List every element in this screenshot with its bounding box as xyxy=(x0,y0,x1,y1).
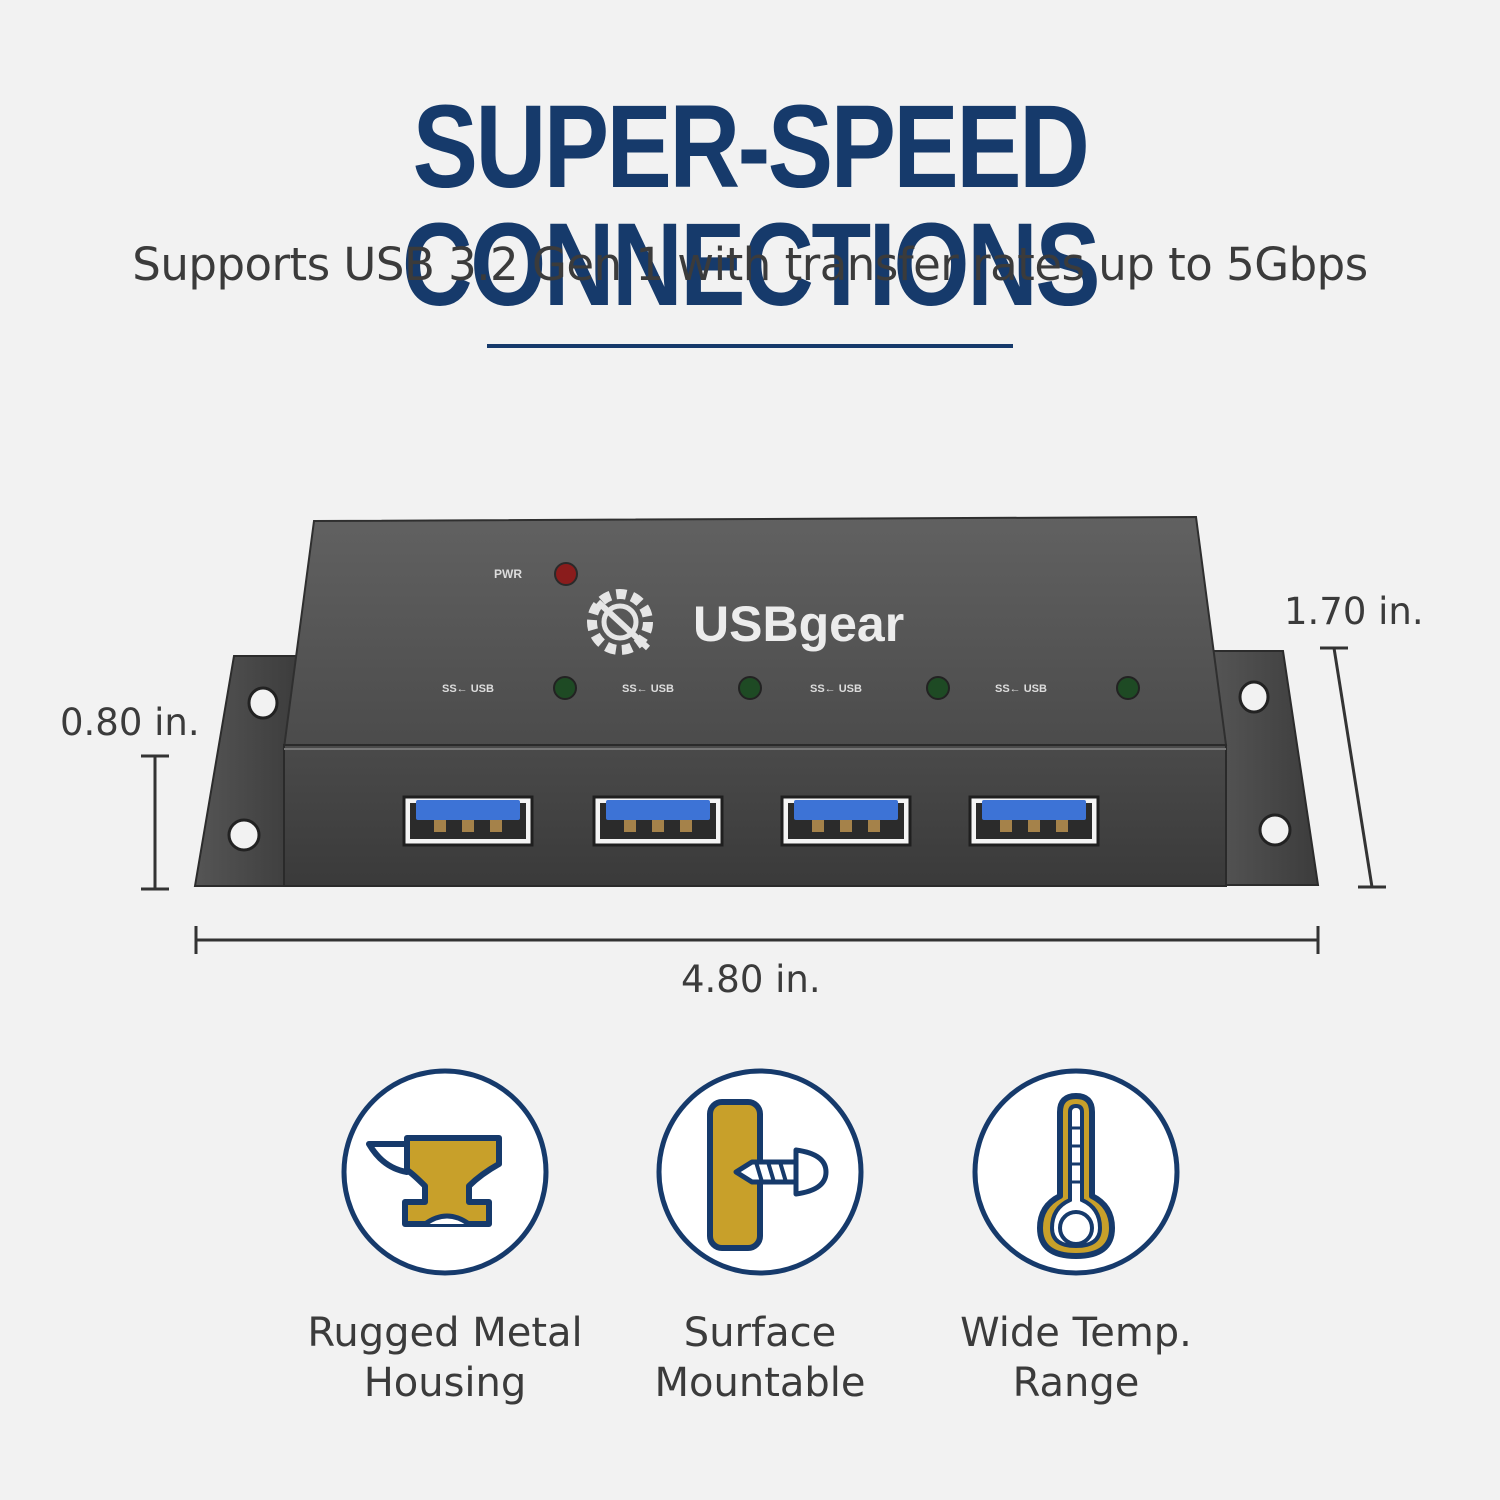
port-label: SS← USB xyxy=(995,683,1047,695)
port-led xyxy=(926,676,950,700)
power-label: PWR xyxy=(494,567,522,581)
dimension-length: 4.80 in. xyxy=(681,958,821,1001)
port-led xyxy=(1116,676,1140,700)
screw-mount-icon xyxy=(656,1068,864,1276)
port-led xyxy=(553,676,577,700)
power-led xyxy=(554,562,578,586)
mount-hole xyxy=(247,686,279,720)
feature-label: Wide Temp. Range xyxy=(960,1310,1192,1406)
mount-hole xyxy=(1238,680,1270,714)
port-led xyxy=(738,676,762,700)
dimension-height-total: 1.70 in. xyxy=(1284,590,1424,633)
port-indicators: SS← USB SS← USB SS← USB SS← USB xyxy=(442,676,1140,700)
subtitle: Supports USB 3.2 Gen 1 with transfer rat… xyxy=(132,238,1368,291)
usb-hub-illustration: PWR USBgear SS← USB SS← USB SS← USB SS← USB xyxy=(141,515,1386,954)
mount-hole xyxy=(227,818,261,852)
port-label: SS← USB xyxy=(442,683,494,695)
usb-ports xyxy=(402,795,1100,847)
headline: SUPER-SPEED CONNECTIONS xyxy=(401,81,1101,331)
feature-label: Rugged Metal Housing xyxy=(307,1310,583,1406)
right-mount-flange xyxy=(1211,650,1320,886)
anvil-icon xyxy=(341,1068,549,1276)
port-label: SS← USB xyxy=(810,683,862,695)
mount-hole xyxy=(1258,813,1292,847)
brand-name: USBgear xyxy=(693,596,904,652)
thermometer-icon xyxy=(972,1068,1180,1276)
feature-label: Surface Mountable xyxy=(654,1310,866,1406)
port-label: SS← USB xyxy=(622,683,674,695)
dimension-lines xyxy=(141,646,1386,954)
usb-port xyxy=(968,795,1100,847)
dimension-height-body: 0.80 in. xyxy=(60,701,200,744)
usb-port xyxy=(780,795,912,847)
divider-rule xyxy=(487,344,1013,348)
usb-port xyxy=(592,795,724,847)
usb-port xyxy=(402,795,534,847)
usbgear-logo: USBgear xyxy=(587,589,904,655)
